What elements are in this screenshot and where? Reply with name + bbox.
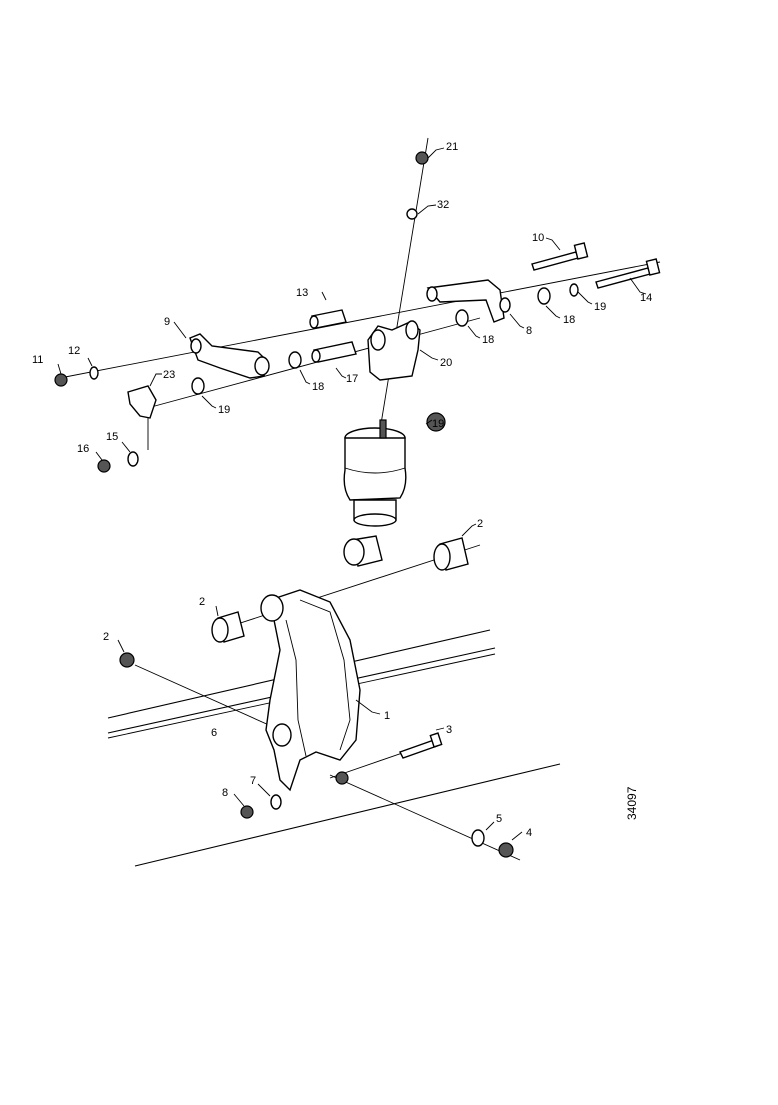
callout-15: 15 bbox=[106, 431, 118, 443]
callout-14: 14 bbox=[640, 292, 652, 304]
callout-2-far-left: 2 bbox=[103, 631, 109, 643]
spacer-17 bbox=[311, 341, 357, 363]
callout-3: 3 bbox=[446, 724, 452, 736]
callout-6: 6 bbox=[211, 727, 217, 739]
callout-19-spring: 19 bbox=[432, 418, 444, 430]
callout-5: 5 bbox=[496, 813, 502, 825]
callout-19-left: 19 bbox=[218, 404, 230, 416]
callout-18-left: 18 bbox=[312, 381, 324, 393]
bracket-left-9 bbox=[189, 333, 270, 379]
figure-id: 34097 bbox=[625, 786, 639, 820]
callout-2-right: 2 bbox=[477, 518, 483, 530]
bolt-10 bbox=[531, 242, 589, 271]
assembly-axis-lines bbox=[59, 137, 661, 861]
callout-32: 32 bbox=[437, 199, 449, 211]
callout-1: 1 bbox=[384, 710, 390, 722]
callout-10: 10 bbox=[532, 232, 544, 244]
spacer-13 bbox=[309, 309, 347, 329]
callout-8-upper: 8 bbox=[526, 325, 532, 337]
hanger-bracket-1 bbox=[260, 589, 361, 792]
callout-13: 13 bbox=[296, 287, 308, 299]
callout-4: 4 bbox=[526, 827, 532, 839]
callout-19-upper-right: 19 bbox=[594, 301, 606, 313]
small-hardware bbox=[54, 151, 579, 473]
air-spring-19 bbox=[343, 412, 446, 567]
callout-16: 16 bbox=[77, 443, 89, 455]
lower-hardware bbox=[119, 652, 514, 858]
callout-12: 12 bbox=[68, 345, 80, 357]
callout-8-lower: 8 bbox=[222, 787, 228, 799]
leader-lines bbox=[57, 147, 647, 841]
bracket-right-8 bbox=[426, 279, 505, 323]
callout-7: 7 bbox=[250, 775, 256, 787]
bolt-14 bbox=[595, 258, 661, 289]
callout-20: 20 bbox=[440, 357, 452, 369]
bracket-center-20 bbox=[367, 320, 421, 381]
bushings-2 bbox=[211, 537, 469, 643]
callout-9: 9 bbox=[164, 316, 170, 328]
callout-18-center: 18 bbox=[482, 334, 494, 346]
callout-2-left: 2 bbox=[199, 596, 205, 608]
callout-11: 11 bbox=[32, 354, 43, 366]
callout-labels: 21 32 10 14 13 9 8 18 19 18 20 11 12 23 … bbox=[32, 141, 652, 839]
callout-21: 21 bbox=[446, 141, 458, 153]
callout-18-right: 18 bbox=[563, 314, 575, 326]
callout-17: 17 bbox=[346, 373, 358, 385]
callout-23: 23 bbox=[163, 369, 175, 381]
